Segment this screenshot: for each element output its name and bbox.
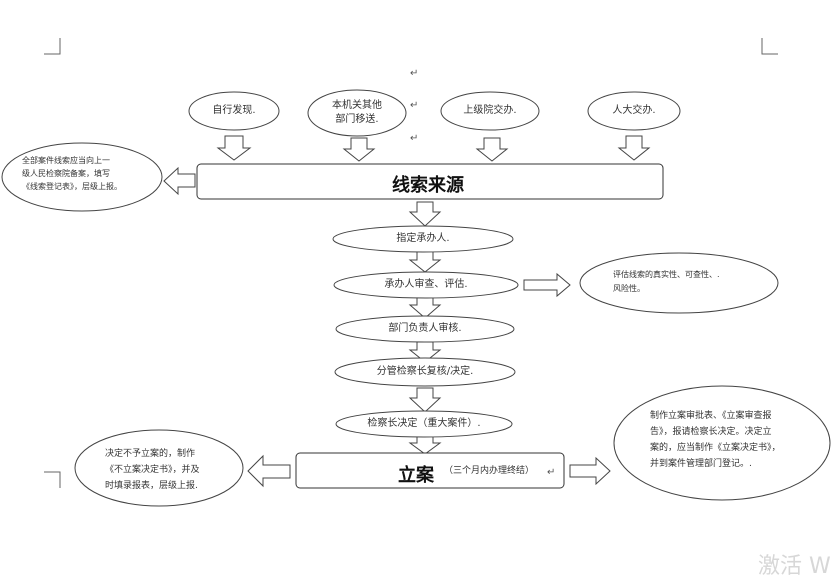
- main-title-box: [196, 163, 664, 200]
- case-box: [295, 452, 565, 489]
- source-label-4: 人大交办.: [612, 105, 656, 116]
- approve-note-ellipse: [613, 385, 831, 501]
- left-arrow: [163, 166, 196, 196]
- paragraph-mark: ↵: [410, 68, 419, 79]
- reject-arrow: [247, 454, 291, 488]
- left-note-ellipse: [1, 142, 163, 212]
- step-ellipse-1: [332, 225, 514, 253]
- assess-note-ellipse: [579, 252, 779, 314]
- source-label-3: 上级院交办.: [463, 105, 517, 116]
- reject-note-text: 决定不予立案的，制作 《不立案决定书》，并及 时填录报表，层级上报.: [105, 449, 200, 491]
- step-ellipse-2: [333, 271, 519, 299]
- right-arrow-assess: [523, 272, 571, 298]
- paragraph-mark: ↵: [410, 133, 419, 144]
- case-subtitle: （三个月内办理终结）: [444, 466, 535, 476]
- step-label-4: 分管检察长复核/决定.: [376, 366, 474, 377]
- activation-watermark: 激活 Wi: [758, 554, 831, 579]
- left-note-text: 全部案件线索应当向上一 级人民检察院备案，填写 《线索登记表》，层级上报。: [22, 156, 122, 191]
- paragraph-mark: ↵: [410, 100, 419, 111]
- step-label-2: 承办人审查、评估.: [384, 279, 468, 290]
- paragraph-mark: ↵: [547, 467, 556, 478]
- reject-note-ellipse: [74, 429, 244, 507]
- approve-note-text: 制作立案审批表、《立案审查报 告》，报请检察长决定。决定立 案的，应当制作《立案…: [650, 411, 781, 469]
- flowchart-shapes: [1, 38, 831, 507]
- source-label-1: 自行发现.: [212, 105, 256, 116]
- step-ellipse-4: [334, 357, 516, 387]
- case-title: 立案: [398, 465, 434, 486]
- source-ellipse-2: [307, 89, 407, 137]
- step-label-3: 部门负责人审核.: [388, 323, 462, 334]
- step-label-1: 指定承办人.: [396, 233, 450, 244]
- main-title: 线索来源: [392, 175, 464, 196]
- source-ellipse-3: [440, 91, 540, 131]
- source-ellipse-1: [188, 91, 280, 131]
- step-ellipse-5: [335, 410, 513, 438]
- source-arrows: [216, 135, 651, 162]
- flowchart-page: ↵ ↵ ↵ 自行发现. 本机关其他 部门移送. 上级院交办. 人大交办. 线索来…: [1, 38, 831, 579]
- corner-marks: [44, 38, 778, 488]
- source-ellipse-4: [587, 91, 681, 131]
- assess-note-text: 评估线索的真实性、可查性、. 风险性。: [613, 270, 720, 293]
- source-label-2: 本机关其他 部门移送.: [332, 100, 382, 125]
- step-label-5: 检察长决定（重大案件）.: [367, 418, 481, 429]
- step-ellipse-3: [335, 315, 515, 343]
- approve-arrow: [569, 456, 611, 486]
